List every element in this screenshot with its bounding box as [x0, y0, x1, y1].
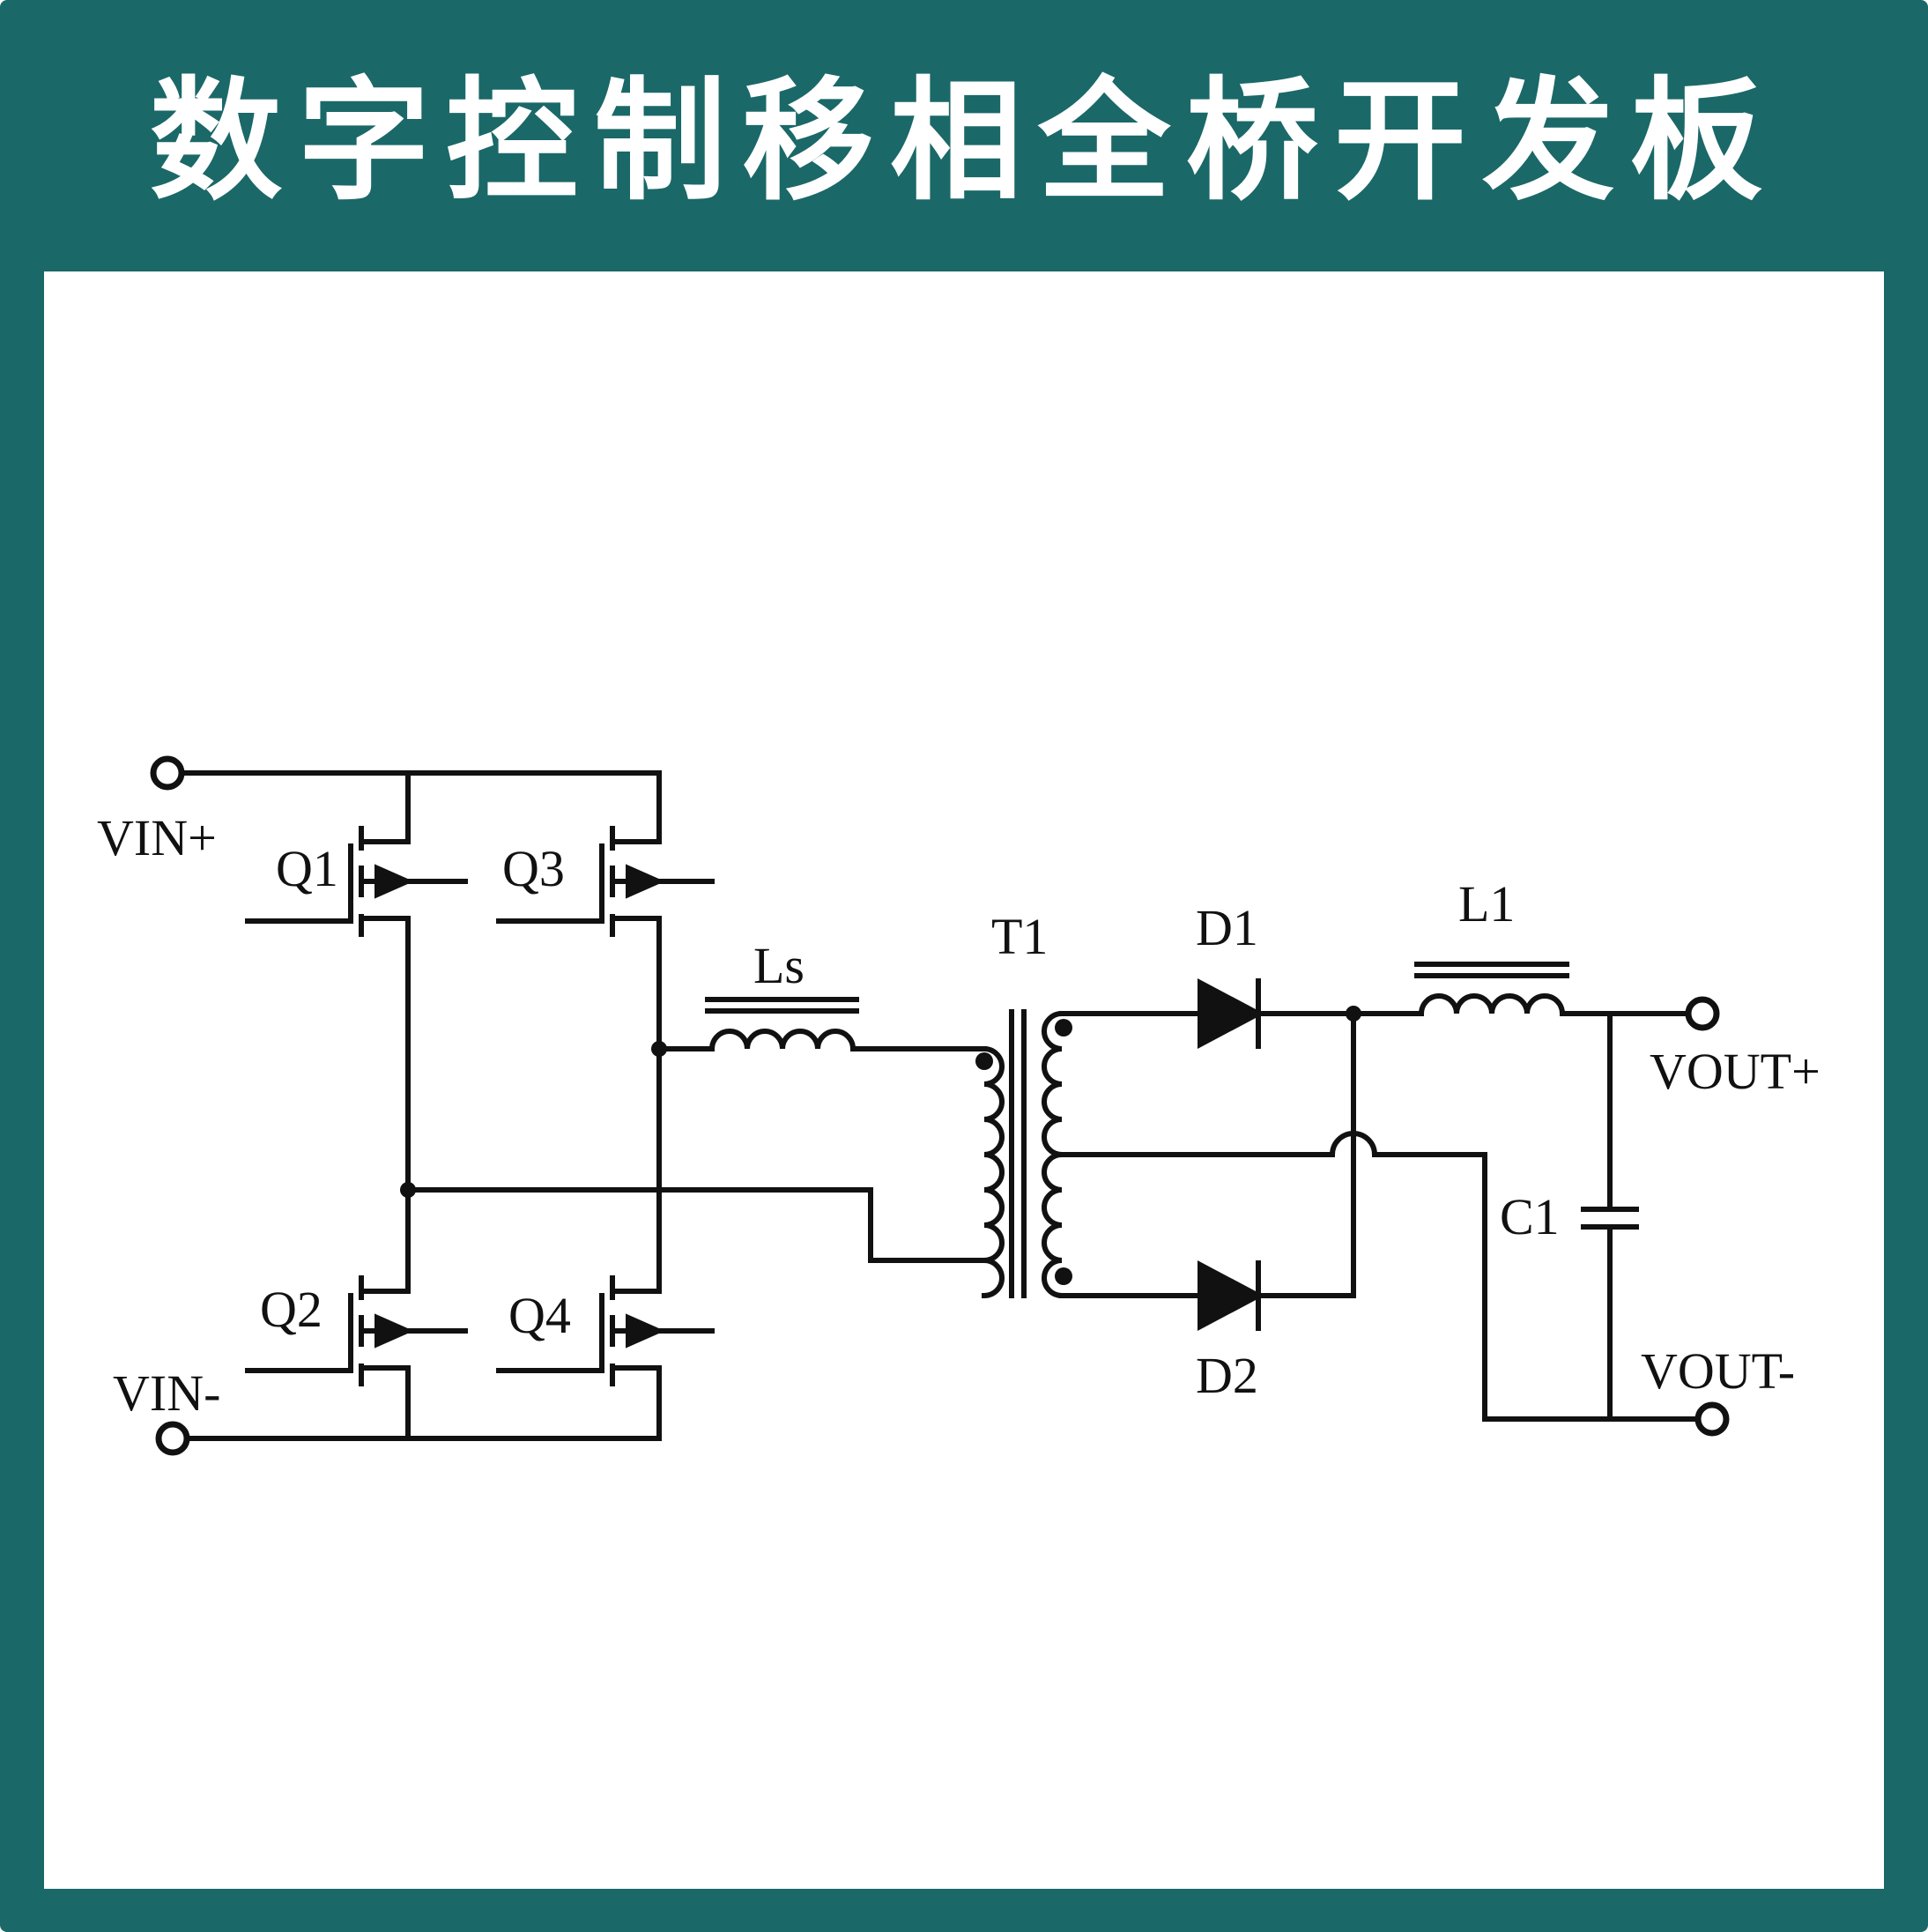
mosfet-q1-symbol [245, 826, 468, 937]
mosfet-q4-symbol [496, 1275, 715, 1386]
capacitor-c1-symbol [1482, 1011, 1699, 1422]
transformer-t1-secondary [1042, 1010, 1487, 1422]
label-t1: T1 [991, 908, 1048, 965]
bridge-to-transformer-wiring [405, 1046, 987, 1263]
diode-d2-symbol [1198, 1260, 1356, 1331]
label-q2: Q2 [260, 1281, 323, 1338]
schematic-panel [44, 271, 1884, 1889]
terminals [150, 755, 1730, 1456]
transformer-t1-primary [981, 1009, 1027, 1299]
inductor-ls-symbol [705, 997, 987, 1052]
junction-dot [1346, 1006, 1361, 1022]
label-d1: D1 [1196, 899, 1258, 956]
mosfet-q3-symbol [496, 826, 715, 937]
terminal-vout-plus[interactable] [1685, 996, 1720, 1031]
board-title: 数字控制移相全桥开发板 [149, 63, 1778, 219]
label-vin-minus: VIN- [113, 1364, 220, 1422]
label-q3: Q3 [502, 840, 565, 897]
junction-dots [400, 1006, 1361, 1285]
label-q1: Q1 [276, 840, 338, 897]
polarity-dot [975, 1052, 993, 1070]
label-l1: L1 [1458, 875, 1515, 933]
label-vout-minus: VOUT- [1641, 1342, 1795, 1400]
label-d2: D2 [1196, 1347, 1258, 1404]
label-ls: Ls [753, 937, 805, 994]
label-c1: C1 [1500, 1188, 1560, 1245]
input-wiring [175, 770, 662, 1441]
inductor-l1-symbol [1351, 962, 1690, 1017]
polarity-dot [1055, 1267, 1072, 1285]
mosfet-q2-symbol [245, 1275, 468, 1386]
terminal-vin-minus[interactable] [155, 1421, 190, 1456]
terminal-vin-plus[interactable] [150, 755, 185, 791]
junction-dot [651, 1041, 667, 1057]
label-vin-plus: VIN+ [97, 809, 217, 866]
junction-dot [400, 1182, 416, 1198]
label-vout-plus: VOUT+ [1650, 1043, 1820, 1100]
terminal-vout-minus[interactable] [1694, 1401, 1730, 1437]
label-q4: Q4 [508, 1287, 571, 1344]
polarity-dot [1055, 1019, 1072, 1037]
